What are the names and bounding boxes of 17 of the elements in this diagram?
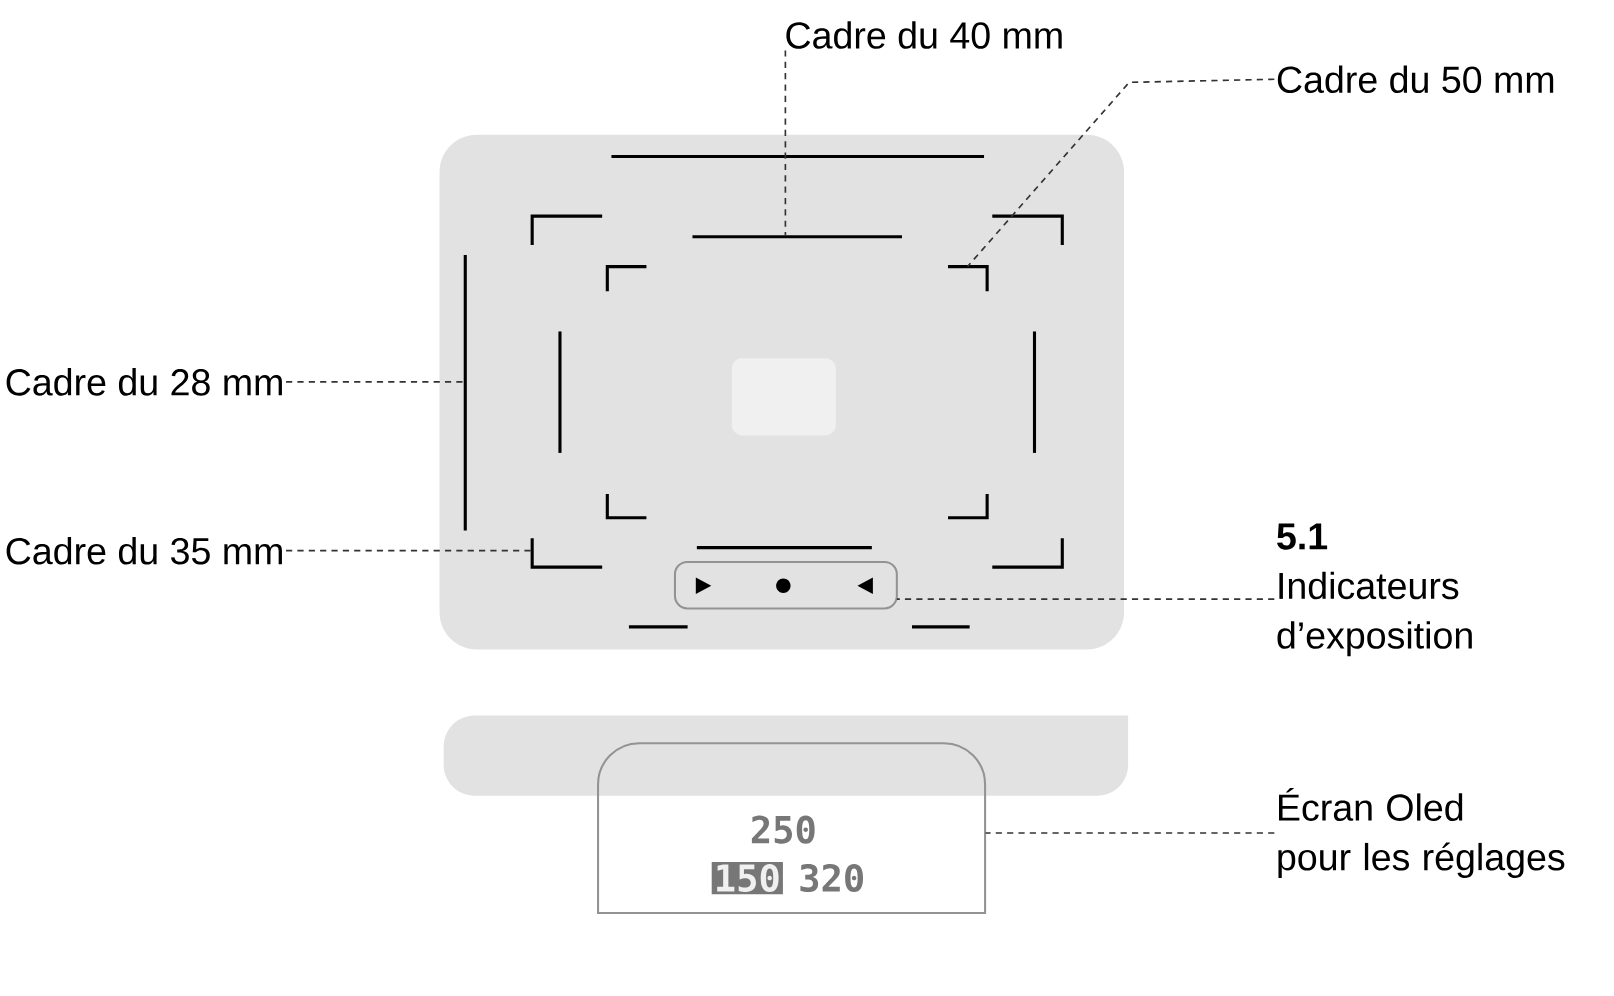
frame-corner — [530, 538, 603, 569]
callout-text: Indicateurs d’exposition — [1277, 571, 1472, 656]
frame-label: Cadre du 35 mm — [6, 536, 282, 565]
frame-label: Cadre du 28 mm — [6, 367, 282, 396]
leader-line — [984, 831, 1276, 834]
frame-label: Cadre du 50 mm — [1277, 65, 1554, 93]
callout-text: Écran Oled pour les réglages — [1278, 787, 1565, 878]
leader-line — [285, 549, 533, 552]
leader-line — [285, 380, 465, 383]
leader-line — [784, 49, 787, 236]
number-heading: 5.1 — [1277, 523, 1328, 550]
frame-label: Cadre du 40 mm — [786, 21, 1062, 49]
display-screen: 250 150 320 — [597, 741, 987, 914]
exposure-indicator-box — [673, 560, 898, 610]
leader-line — [966, 78, 1276, 268]
frame-corner — [948, 264, 989, 292]
leader-line — [896, 598, 1276, 600]
